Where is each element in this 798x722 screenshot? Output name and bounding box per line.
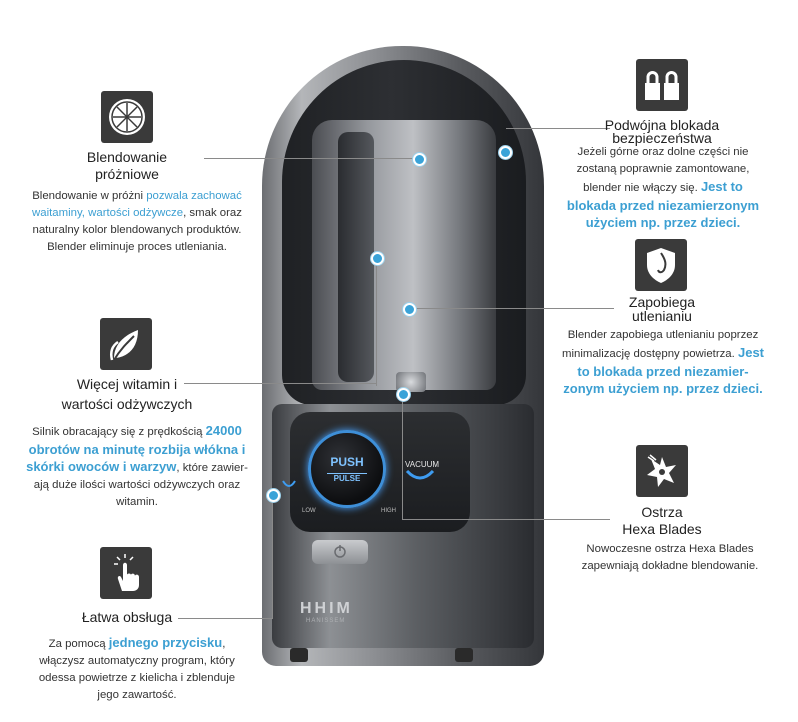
title-line: Podwójna blokada — [604, 117, 720, 133]
connector-dot — [397, 388, 410, 401]
desc-text: Silnik obracający się z prędkością — [32, 426, 203, 438]
feature-title-blades: Ostrza Hexa Blades — [576, 504, 748, 538]
connector-line — [184, 383, 376, 384]
brand-logo: HHIM — [300, 600, 353, 617]
desc-highlight: zonym użyciem np. przez dzieci. — [563, 381, 763, 396]
vacuum-label: VACUUM — [405, 460, 440, 469]
title-line: Więcej witamin i — [76, 376, 178, 392]
low-label: LOW — [302, 508, 316, 514]
brand-subtitle: HANISSEM — [306, 618, 346, 624]
desc-text: Nowoczesne ostrza Hexa Blades — [586, 543, 754, 555]
vacuum-indicator-icon — [405, 469, 435, 480]
desc-highlight: Jest to — [700, 179, 743, 194]
desc-text: , — [222, 638, 226, 650]
feature-title-lock: Podwójna blokada bezpieczeństwa — [570, 117, 754, 147]
title-line: Blendowanie — [86, 149, 168, 165]
blender-foot — [455, 648, 473, 662]
desc-text: witamin. — [116, 496, 158, 508]
connector-line — [178, 618, 273, 619]
desc-text: zostaną poprawnie zamontowane, — [576, 163, 750, 175]
power-icon — [334, 545, 346, 558]
title-line: Łatwa obsługa — [81, 609, 173, 625]
desc-text: włączysz automatyczny program, który — [39, 655, 235, 667]
feature-title-vitamins: Więcej witamin i wartości odżywczych — [36, 376, 218, 413]
connector-dot — [371, 252, 384, 265]
desc-text: odessa powietrze z kielicha i zblenduje — [38, 672, 236, 684]
feature-title-easy: Łatwa obsługa — [36, 609, 218, 626]
power-button[interactable] — [312, 540, 368, 564]
title-line: Hexa Blades — [622, 521, 702, 537]
touch-hand-icon — [100, 547, 152, 599]
high-label: HIGH — [381, 508, 396, 514]
connector-dot — [403, 303, 416, 316]
feature-desc-vacuum: Blendowanie w próżni pozwala zachować wa… — [10, 188, 264, 256]
desc-text: Jeżeli górne oraz dolne części nie — [577, 146, 749, 158]
desc-text: minimalizację dostępny powietrza. — [561, 348, 735, 360]
feature-title-vacuum: Blendowanie próżniowe — [40, 149, 214, 183]
title-line: Ostrza — [641, 504, 683, 520]
push-pulse-knob[interactable]: PUSH PULSE — [308, 430, 386, 508]
shield-icon — [635, 239, 687, 291]
connector-dot — [499, 146, 512, 159]
connector-line — [408, 308, 614, 309]
desc-highlight: skórki owoców i warzyw — [26, 459, 177, 474]
desc-highlight: to blokada przed niezamier- — [577, 364, 749, 379]
desc-text: , smak oraz — [183, 207, 242, 219]
blender-foot — [290, 648, 308, 662]
desc-highlight: Jest — [737, 345, 765, 360]
connector-line — [402, 395, 403, 520]
desc-text: zapewniają dokładne blendowanie. — [581, 560, 759, 572]
feature-desc-vitamins: Silnik obracający się z prędkością 24000… — [8, 422, 266, 511]
desc-text: , które zawier- — [176, 462, 248, 474]
title-line: Zapobiega — [628, 294, 696, 310]
knob-push-label: PUSH — [330, 455, 364, 469]
desc-highlight: pozwala zachować — [146, 190, 242, 202]
title-line: wartości odżywczych — [61, 396, 193, 412]
title-line: próżniowe — [95, 166, 159, 182]
desc-highlight: waitaminy, wartości odżywcze — [32, 207, 184, 219]
jar-handle — [338, 132, 374, 382]
desc-text: Blender zapobiega utlenianiu poprzez — [567, 329, 759, 341]
blade-icon — [636, 445, 688, 497]
feature-desc-easy: Za pomocą jednego przycisku, włączysz au… — [10, 634, 264, 704]
leaf-icon — [100, 318, 152, 370]
desc-text: ają duże ilości wartości odżywczych oraz — [33, 479, 241, 491]
title-line: bezpieczeństwa — [612, 130, 712, 146]
desc-highlight: blokada przed niezamierzonym — [566, 198, 760, 213]
desc-text: Za pomocą — [48, 638, 109, 650]
desc-highlight: użyciem np. przez dzieci. — [585, 215, 741, 230]
desc-text: Blendowanie w próżni — [32, 190, 147, 202]
desc-highlight: jednego przycisku — [108, 635, 223, 650]
blade-assembly — [396, 372, 426, 392]
feature-desc-lock: Jeżeli górne oraz dolne części nie zosta… — [540, 144, 786, 231]
desc-text: Blender eliminuje proces utleniania. — [47, 241, 227, 253]
desc-text: naturalny kolor blendowanych produktów. — [32, 224, 242, 236]
connector-line — [376, 256, 377, 386]
desc-highlight: obrotów na minutę rozbija włókna i — [28, 442, 246, 457]
knob-pulse-label: PULSE — [327, 473, 367, 483]
desc-text: jego zawartość. — [97, 689, 177, 701]
citrus-slice-icon — [101, 91, 153, 143]
desc-highlight: 24000 — [205, 423, 242, 438]
connector-line — [204, 158, 418, 159]
connector-dot — [267, 489, 280, 502]
auto-indicator-icon — [282, 478, 296, 496]
connector-line — [506, 128, 610, 129]
desc-text: blender nie włączy się. — [583, 182, 698, 194]
vacuum-button[interactable]: VACUUM — [405, 460, 439, 485]
feature-title-oxidation: Zapobiega utlenianiu — [570, 294, 754, 325]
feature-desc-blades: Nowoczesne ostrza Hexa Blades zapewniają… — [550, 541, 790, 575]
connector-dot — [413, 153, 426, 166]
title-line: utlenianiu — [632, 308, 692, 324]
feature-desc-oxidation: Blender zapobiega utlenianiu poprzez min… — [540, 327, 786, 397]
connector-line — [272, 496, 273, 619]
double-lock-icon — [636, 59, 688, 111]
connector-line — [402, 519, 610, 520]
